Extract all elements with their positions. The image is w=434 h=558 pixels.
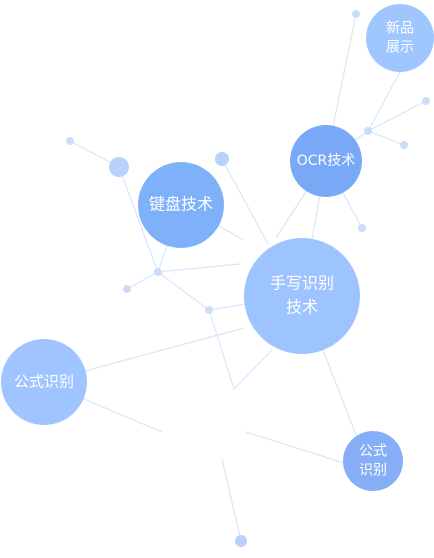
node-label: 公式识别 (14, 373, 74, 391)
connector-line (221, 158, 269, 245)
node-label: 键盘技术 (149, 195, 213, 214)
node-label: 新品 (386, 21, 414, 37)
node-circle[interactable] (290, 125, 362, 197)
connector-line (367, 71, 401, 132)
node-circle[interactable] (244, 238, 360, 354)
node-fm2[interactable]: 公式识别 (343, 431, 403, 491)
node-label: 手写识别 (270, 274, 334, 293)
connector-line (126, 271, 159, 290)
node-fm1[interactable]: 公式识别 (1, 339, 87, 425)
node-ocr[interactable]: OCR技术 (290, 125, 362, 197)
decorative-dot (123, 285, 131, 293)
node-label: 展示 (386, 40, 414, 56)
connector-line (233, 349, 273, 390)
connector-line (157, 271, 210, 311)
node-label: 公式 (359, 444, 387, 460)
decorative-dot (154, 268, 162, 276)
decorative-dot (422, 97, 430, 105)
decorative-dot (235, 535, 247, 547)
decorative-dot (364, 127, 372, 135)
connector-line (221, 458, 242, 542)
connector-line (118, 166, 159, 273)
connector-line (245, 431, 345, 464)
connector-line (208, 303, 247, 311)
connector-line (367, 100, 427, 132)
decorative-dot (352, 10, 360, 18)
node-kb[interactable]: 键盘技术 (138, 162, 224, 248)
node-circle[interactable] (1, 339, 87, 425)
node-label: 识别 (359, 463, 387, 479)
decorative-dot (358, 224, 366, 232)
decorative-dot (205, 306, 213, 314)
node-circle[interactable] (366, 4, 434, 72)
connector-line (157, 263, 241, 273)
decorative-dot (215, 152, 229, 166)
connector-line (367, 130, 405, 146)
decorative-dot (66, 137, 74, 145)
node-circle[interactable] (343, 431, 403, 491)
node-circle[interactable] (138, 162, 224, 248)
connector-line (208, 309, 235, 390)
node-label: 技术 (286, 298, 318, 317)
node-label: OCR技术 (297, 153, 356, 169)
decorative-dots (66, 10, 430, 547)
decorative-dot (109, 157, 129, 177)
decorative-dot (400, 141, 408, 149)
